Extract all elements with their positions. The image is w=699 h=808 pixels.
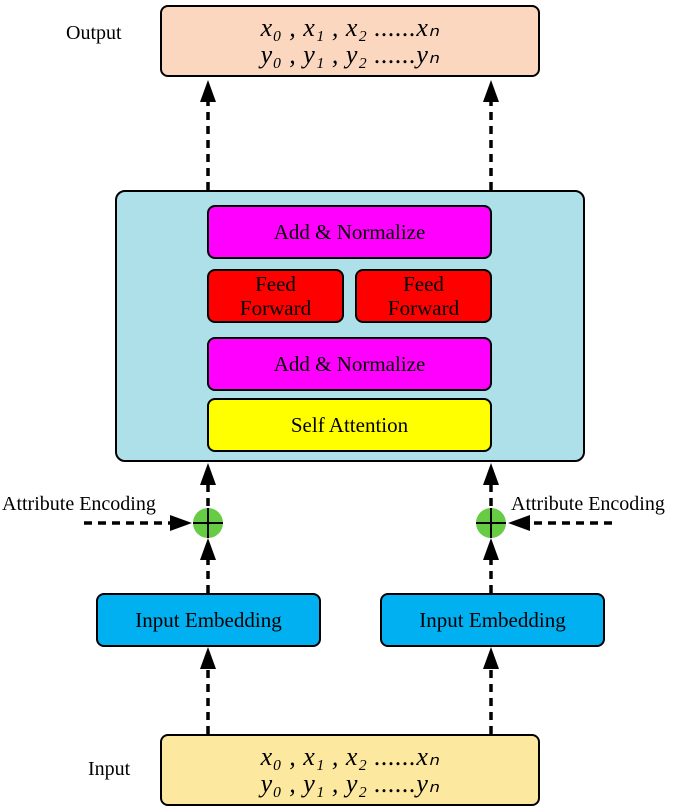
arrowhead-adder-right — [483, 538, 499, 560]
feed-forward-left-line2: Forward — [239, 296, 312, 320]
input-sequence-box: x₀ , x₁ , x₂ ......xₙ y₀ , y₁ , y₂ .....… — [160, 734, 540, 806]
arrowhead-encoder-right — [483, 463, 499, 485]
input-label: Input — [88, 758, 131, 780]
arrowhead-attribute-right — [508, 515, 530, 531]
feed-forward-left: Feed Forward — [207, 269, 344, 323]
feed-forward-right-line1: Feed — [403, 271, 444, 296]
adder-left — [193, 508, 223, 538]
output-label: Output — [66, 22, 122, 44]
output-x-sequence: x₀ , x₁ , x₂ ......xₙ — [260, 12, 440, 42]
arrowhead-encoder-left — [200, 463, 216, 485]
arrowhead-output-left — [200, 80, 216, 102]
adder-right — [476, 508, 506, 538]
self-attention: Self Attention — [207, 398, 492, 452]
input-embedding-left: Input Embedding — [96, 593, 321, 647]
input-embedding-right: Input Embedding — [380, 593, 605, 647]
arrowhead-embedding-right — [483, 647, 499, 669]
attribute-encoding-left-label: Attribute Encoding — [2, 493, 156, 515]
attribute-encoding-right-label: Attribute Encoding — [511, 493, 665, 515]
feed-forward-left-line1: Feed — [255, 271, 296, 296]
feed-forward-right-line2: Forward — [387, 296, 460, 320]
add-normalize-bottom: Add & Normalize — [207, 337, 492, 391]
arrowhead-attribute-left — [170, 515, 192, 531]
input-y-sequence: y₀ , y₁ , y₂ ......yₙ — [260, 769, 440, 798]
feed-forward-right: Feed Forward — [355, 269, 492, 323]
output-sequence-box: x₀ , x₁ , x₂ ......xₙ y₀ , y₁ , y₂ .....… — [160, 5, 540, 77]
arrowhead-embedding-left — [200, 647, 216, 669]
add-normalize-top: Add & Normalize — [207, 205, 492, 259]
input-x-sequence: x₀ , x₁ , x₂ ......xₙ — [260, 741, 440, 771]
arrowhead-output-right — [483, 80, 499, 102]
arrowhead-adder-left — [200, 538, 216, 560]
output-y-sequence: y₀ , y₁ , y₂ ......yₙ — [260, 40, 440, 69]
